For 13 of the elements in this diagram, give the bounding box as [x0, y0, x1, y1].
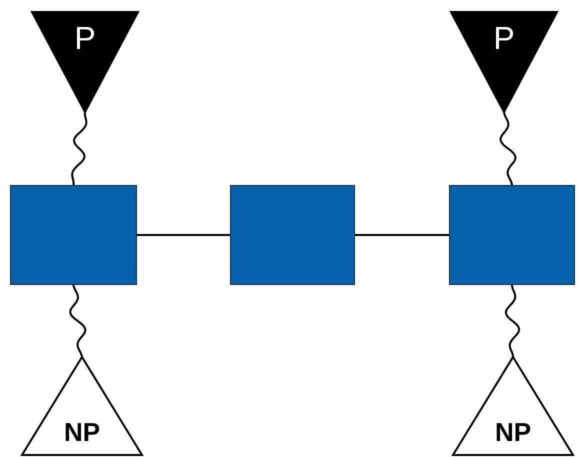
wavy-connector	[504, 284, 520, 358]
triangle-label: NP	[494, 419, 532, 445]
triangle-label: NP	[62, 419, 102, 445]
connector-line	[355, 234, 449, 236]
square-block	[230, 185, 355, 285]
square-block	[10, 185, 137, 285]
wavy-connector	[71, 112, 88, 186]
wavy-connector	[69, 284, 86, 358]
connector-line	[137, 234, 230, 236]
wavy-connector	[500, 112, 516, 186]
triangle-label: P	[73, 22, 97, 54]
square-block	[449, 185, 575, 285]
triangle-label: P	[492, 22, 516, 54]
